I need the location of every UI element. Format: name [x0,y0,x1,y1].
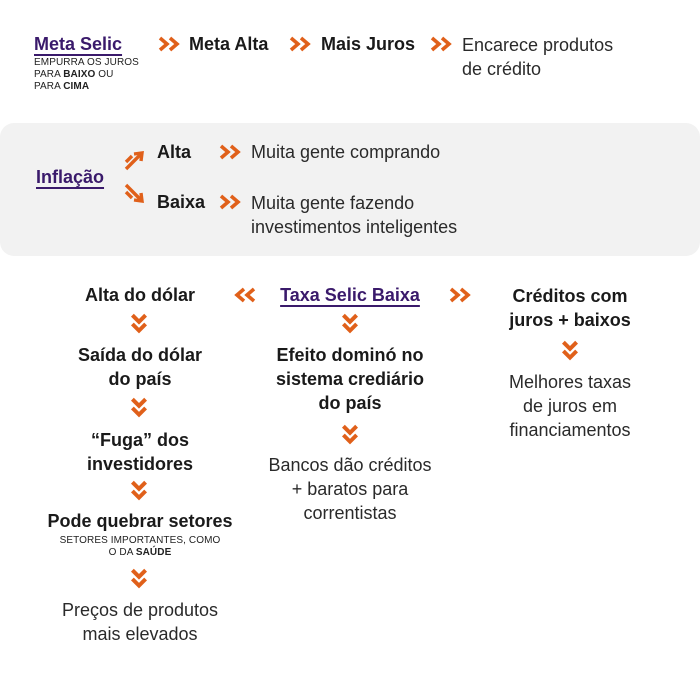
meta-selic-note: EMPURRA OS JUROS PARA BAIXO OU PARA CIMA [34,57,139,92]
bancos-creditos-text: Bancos dão créditos + baratos para corre… [268,455,432,523]
fuga-investidores-label: “Fuga” dos investidores [86,430,194,474]
chevron-double-left-icon [232,287,256,303]
chevron-double-down-icon [130,397,148,419]
chevron-double-down-icon [130,313,148,335]
chevron-double-right-icon [158,36,182,52]
inflacao-title: Inflação [36,167,105,187]
meta-selic-block: Meta Selic EMPURRA OS JUROS PARA BAIXO O… [34,33,139,93]
meta-selic-title: Meta Selic [34,34,123,54]
chevron-double-down-icon [341,424,359,446]
chevron-double-right-icon [219,194,243,210]
chevron-double-down-icon [561,340,579,362]
precos-elevados-text: Preços de produtos mais elevados [61,600,219,644]
meta-alta-label: Meta Alta [189,34,269,54]
inflacao-baixa-result: Muita gente fazendo investimentos inteli… [251,193,458,237]
chevron-double-right-icon [219,144,243,160]
encarece-text: Encarece produtos de crédito [462,35,614,79]
melhores-taxas-text: Melhores taxas de juros em financiamento… [508,372,632,440]
inflacao-band [0,123,700,256]
mais-juros-label: Mais Juros [321,34,416,54]
inflacao-alta-label: Alta [157,142,192,162]
quebrar-setores-label: Pode quebrar setores [47,511,233,531]
arrow-down-right-icon [124,183,144,203]
quebrar-setores-note: SETORES IMPORTANTES, COMO O DA SAÚDE [59,535,221,558]
chevron-double-right-icon [430,36,454,52]
chevron-double-right-icon [289,36,313,52]
creditos-juros-baixos-label: Créditos com juros + baixos [509,286,631,330]
inflacao-baixa-label: Baixa [157,192,206,212]
alta-dolar-label: Alta do dólar [84,285,195,305]
saida-dolar-label: Saída do dólar do país [77,345,203,389]
chevron-double-down-icon [341,313,359,335]
chevron-double-down-icon [130,480,148,502]
efeito-domino-label: Efeito dominó no sistema crediário do pa… [275,345,425,413]
chevron-double-down-icon [130,568,148,590]
inflacao-alta-result: Muita gente comprando [251,142,441,162]
taxa-selic-baixa-title: Taxa Selic Baixa [280,285,420,305]
arrow-up-right-icon [124,151,144,171]
